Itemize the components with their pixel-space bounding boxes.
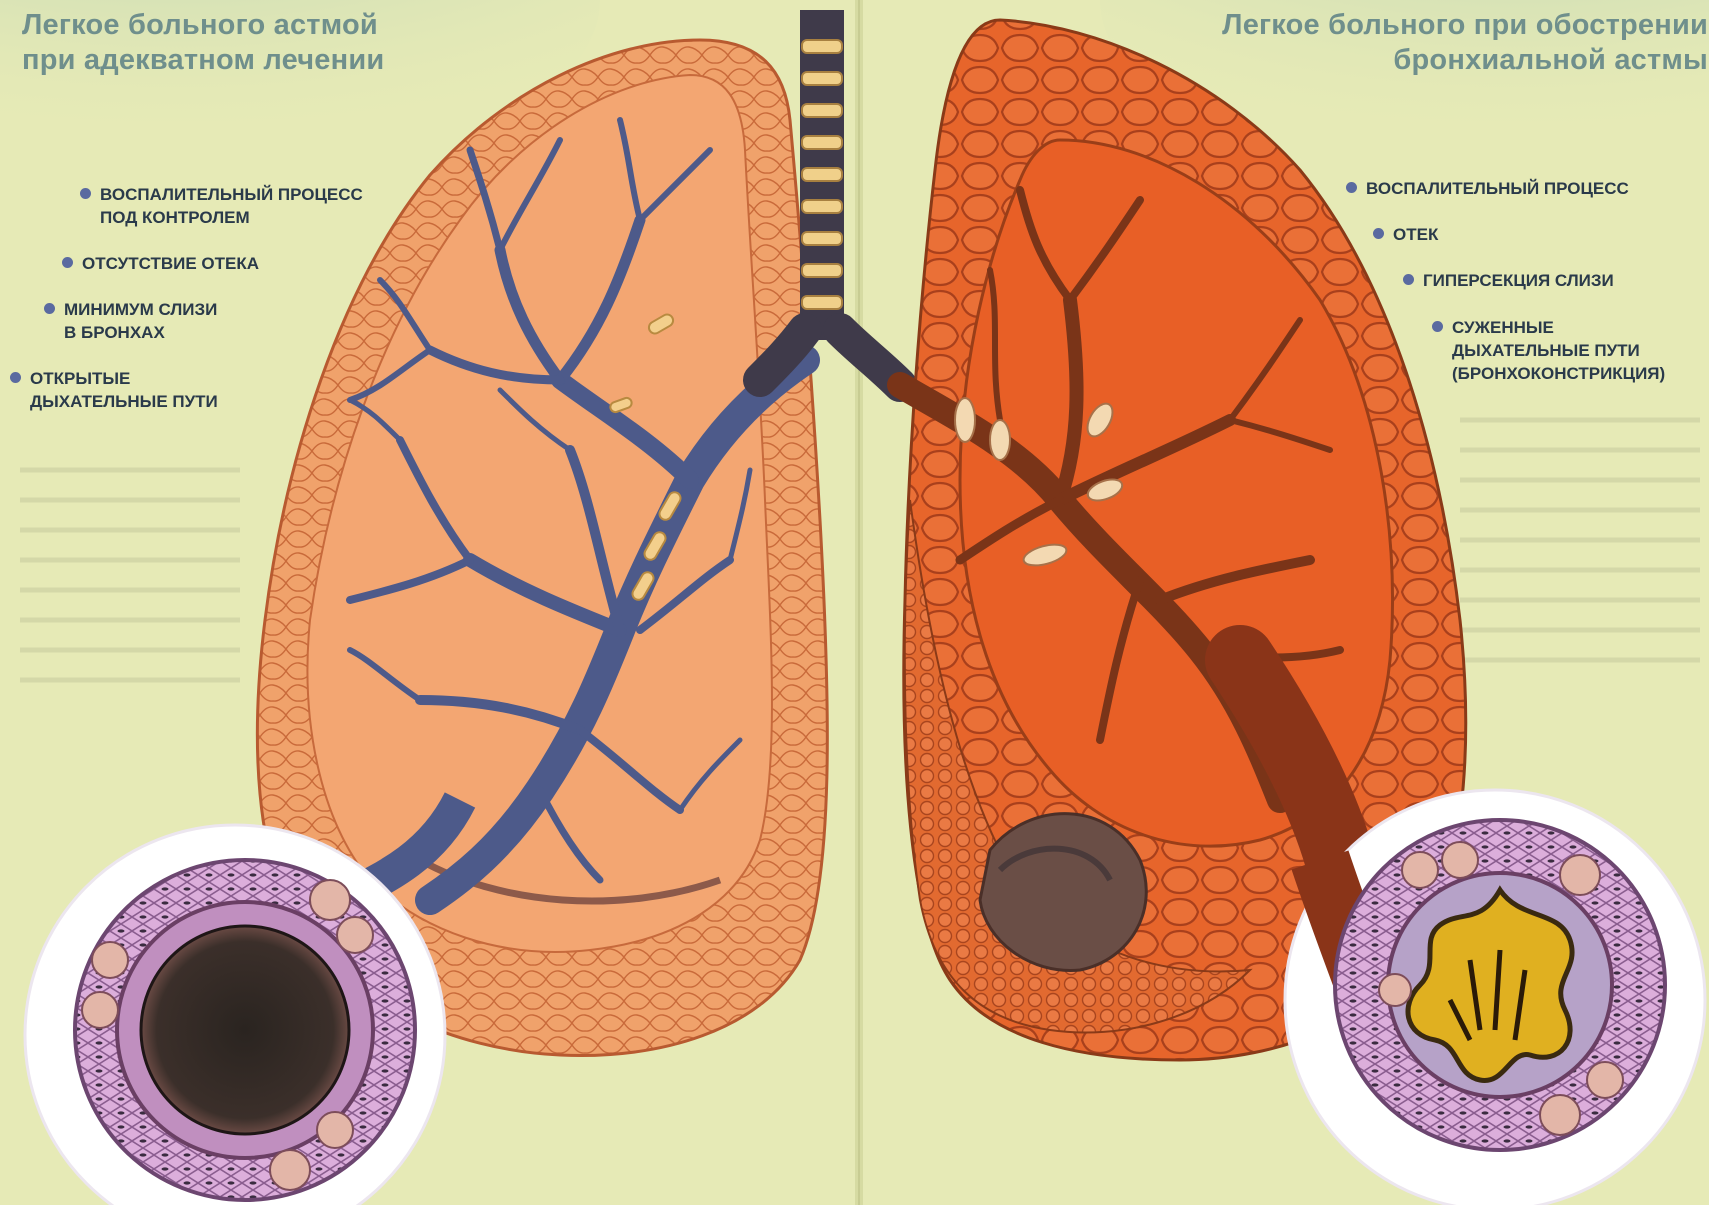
bullet-icon — [80, 188, 91, 199]
inflamed-title-line-1: Легкое больного при обострении — [1168, 8, 1708, 43]
label-minimal-mucus: МИНИМУМ СЛИЗИ В БРОНХАХ — [64, 298, 217, 344]
constricted-airway-cross-section — [1285, 790, 1705, 1205]
healthy-lung-title: Легкое больного астмой при адекватном ле… — [22, 8, 384, 78]
bullet-icon — [1346, 182, 1357, 193]
label-narrowed-airways: СУЖЕННЫЕ ДЫХАТЕЛЬНЫЕ ПУТИ (БРОНХОКОНСТРИ… — [1452, 316, 1665, 385]
label-open-airways: ОТКРЫТЫЕ ДЫХАТЕЛЬНЫЕ ПУТИ — [30, 367, 218, 413]
label-no-edema: ОТСУТСТВИЕ ОТЕКА — [82, 252, 259, 275]
inflamed-lung-title: Легкое больного при обострении бронхиаль… — [1168, 8, 1708, 78]
label-mucus-hypersecretion: ГИПЕРСЕКЦИЯ СЛИЗИ — [1423, 269, 1614, 292]
bullet-icon — [10, 372, 21, 383]
healthy-title-line-2: при адекватном лечении — [22, 43, 384, 78]
bullet-icon — [1373, 228, 1384, 239]
bullet-icon — [44, 303, 55, 314]
healthy-title-line-1: Легкое больного астмой — [22, 8, 384, 43]
label-edema: ОТЕК — [1393, 223, 1438, 246]
label-inflammation-controlled: ВОСПАЛИТЕЛЬНЫЙ ПРОЦЕСС ПОД КОНТРОЛЕМ — [100, 183, 363, 229]
bullet-icon — [1432, 321, 1443, 332]
bullet-icon — [1403, 274, 1414, 285]
label-inflammation: ВОСПАЛИТЕЛЬНЫЙ ПРОЦЕСС — [1366, 177, 1629, 200]
bullet-icon — [62, 257, 73, 268]
inflamed-title-line-2: бронхиальной астмы — [1168, 43, 1708, 78]
